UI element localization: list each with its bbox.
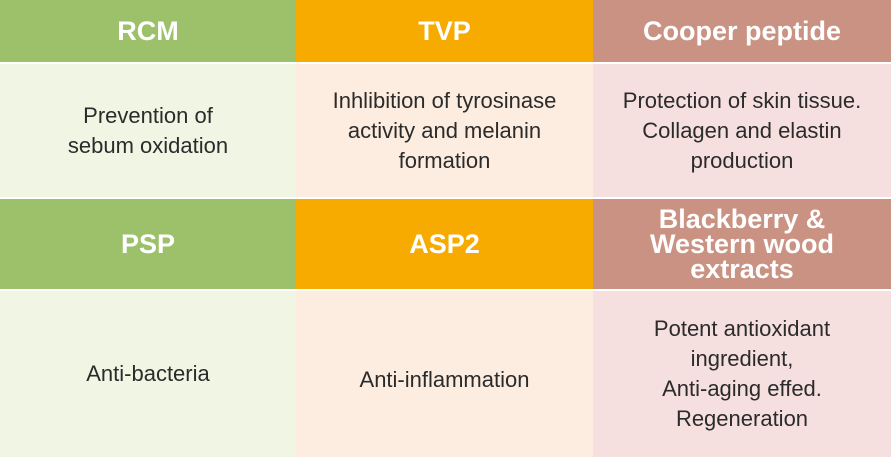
title: RCM	[117, 15, 179, 46]
title: PSP	[120, 228, 176, 259]
desc-cooper-peptide: Protection of skin tissue. Collagen and …	[593, 64, 891, 197]
header-tvp: TVP	[296, 0, 593, 62]
title: Blackberry & Western wood extracts	[649, 203, 835, 284]
header-rcm: RCM	[0, 0, 296, 62]
title: Cooper peptide	[642, 15, 841, 46]
header-psp: PSP	[0, 199, 296, 289]
desc-rcm: Prevention of sebum oxidation	[0, 64, 296, 197]
title: ASP2	[409, 228, 480, 259]
desc-asp2: Anti-inflammation	[296, 291, 593, 457]
header-blackberry-extracts: Blackberry & Western wood extracts	[593, 199, 891, 289]
title: TVP	[418, 15, 471, 46]
description: Protection of skin tissue. Collagen and …	[622, 87, 862, 173]
description: Inhlibition of tyrosinase activity and m…	[332, 87, 557, 173]
header-asp2: ASP2	[296, 199, 593, 289]
header-cooper-peptide: Cooper peptide	[593, 0, 891, 62]
desc-blackberry-extracts: Potent antioxidant ingredient, Anti-agin…	[593, 291, 891, 457]
desc-psp: Anti-bacteria	[0, 291, 296, 457]
description: Potent antioxidant ingredient, Anti-agin…	[653, 316, 831, 431]
description: Anti-bacteria	[86, 361, 210, 386]
description: Prevention of sebum oxidation	[67, 102, 229, 158]
desc-tvp: Inhlibition of tyrosinase activity and m…	[296, 64, 593, 197]
description: Anti-inflammation	[359, 367, 530, 392]
